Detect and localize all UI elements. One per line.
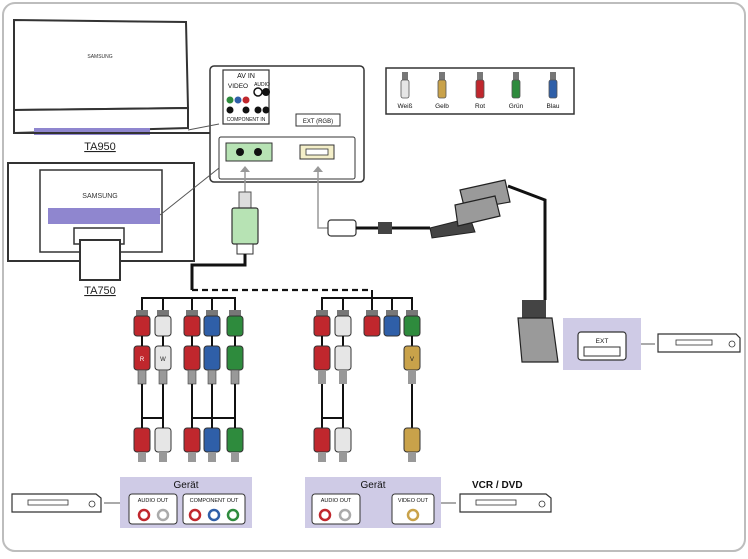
plug-red-component-top <box>183 310 201 337</box>
plug-white-audio-top <box>154 310 172 337</box>
audio-out-label-left: AUDIO OUT <box>138 498 169 504</box>
monitor-bottom-brand: SAMSUNG <box>82 193 117 200</box>
port-highlight-ta950 <box>34 128 150 135</box>
plug-green-component-bottom <box>226 427 244 453</box>
scart-connector-lower <box>454 195 501 227</box>
plug-red-audio-bottom-right <box>313 427 331 453</box>
device-panel-right: Gerät AUDIO OUT VIDEO OUT VCR / DVD <box>305 477 552 528</box>
audio-out-label-right: AUDIO OUT <box>321 498 352 504</box>
plug-white-audio-mid-right <box>334 345 352 371</box>
plug-red-unused <box>363 315 381 337</box>
color-legend: Weiß Gelb Rot Grün Blau <box>385 67 575 115</box>
vcr-dvd-player-right <box>657 333 741 353</box>
scart-connector-bottom <box>517 317 559 363</box>
av-in-jack <box>225 142 273 162</box>
scart-adapter-plug <box>327 219 357 237</box>
component-in-label: COMPONENT IN <box>227 117 266 123</box>
monitor-top-model: TA950 <box>84 141 116 153</box>
device-panel-left: Gerät AUDIO OUT COMPONENT OUT <box>11 477 252 528</box>
component-out-label: COMPONENT OUT <box>190 498 239 504</box>
legend-item-yellow: Gelb <box>435 72 449 110</box>
plug-white-audio-top-right <box>334 315 352 337</box>
port-highlight-ta750 <box>48 208 160 224</box>
plug-red-component-mid <box>183 345 201 371</box>
frame-border <box>2 2 746 552</box>
port-panel: AV IN VIDEO AUDIO COMPONENT IN EXT (RGB) <box>159 65 365 216</box>
legend-label-red: Rot <box>475 103 485 110</box>
plug-white-audio-bottom-right <box>334 427 352 453</box>
av-adapter <box>231 207 259 245</box>
audio-label: AUDIO <box>254 82 270 88</box>
plug-red-component-bottom <box>183 427 201 453</box>
plug-label-v: V <box>410 357 414 363</box>
dvd-player-left <box>11 493 102 513</box>
monitor-ta750: SAMSUNG TA750 <box>7 162 195 297</box>
ext-label: EXT <box>596 338 609 345</box>
plug-label-r: R <box>140 357 145 363</box>
plug-blue-component-bottom <box>203 427 221 453</box>
vcr-dvd-caption: VCR / DVD <box>472 480 523 491</box>
legend-item-red: Rot <box>475 72 485 110</box>
plug-red-audio-mid-right <box>313 345 331 371</box>
plug-green-component-top <box>226 310 244 337</box>
plug-green-component-mid <box>226 345 244 371</box>
plug-green-video <box>403 315 421 337</box>
scart-cable <box>313 166 559 363</box>
plug-yellow-video-bottom <box>403 427 421 453</box>
legend-label-white: Weiß <box>397 103 412 110</box>
av-in-label: AV IN <box>237 73 255 80</box>
legend-item-white: Weiß <box>397 72 413 110</box>
component-cables-left: R W <box>133 297 244 462</box>
plug-red-audio-top-right <box>313 315 331 337</box>
monitor-ta950: SAMSUNG TA950 <box>13 18 215 153</box>
legend-label-yellow: Gelb <box>435 103 449 110</box>
legend-item-blue: Blau <box>546 72 560 110</box>
legend-label-green: Grün <box>509 103 524 110</box>
device-left-title: Gerät <box>173 480 198 491</box>
legend-label-blue: Blau <box>546 103 559 110</box>
plug-label-w: W <box>160 357 166 363</box>
monitor-bottom-model: TA750 <box>84 285 116 297</box>
plug-white-audio-bottom <box>154 427 172 453</box>
av-cables-right: V <box>313 290 421 462</box>
plug-red-audio-bottom <box>133 427 151 453</box>
ext-rgb-label: EXT (RGB) <box>303 119 333 125</box>
plug-blue-component-mid <box>203 345 221 371</box>
video-label: VIDEO <box>228 83 248 90</box>
device-right-title: Gerät <box>360 480 385 491</box>
video-out-label: VIDEO OUT <box>398 498 429 504</box>
plug-blue-component-top <box>203 310 221 337</box>
av-adapter-cable <box>190 166 372 292</box>
monitor-top-brand: SAMSUNG <box>87 54 112 60</box>
vcr-dvd-player-bottom <box>459 493 552 513</box>
legend-item-green: Grün <box>509 72 524 110</box>
ext-device-panel: EXT <box>563 318 741 370</box>
plug-blue-unused <box>383 315 401 337</box>
plug-red-audio-top <box>133 310 151 337</box>
